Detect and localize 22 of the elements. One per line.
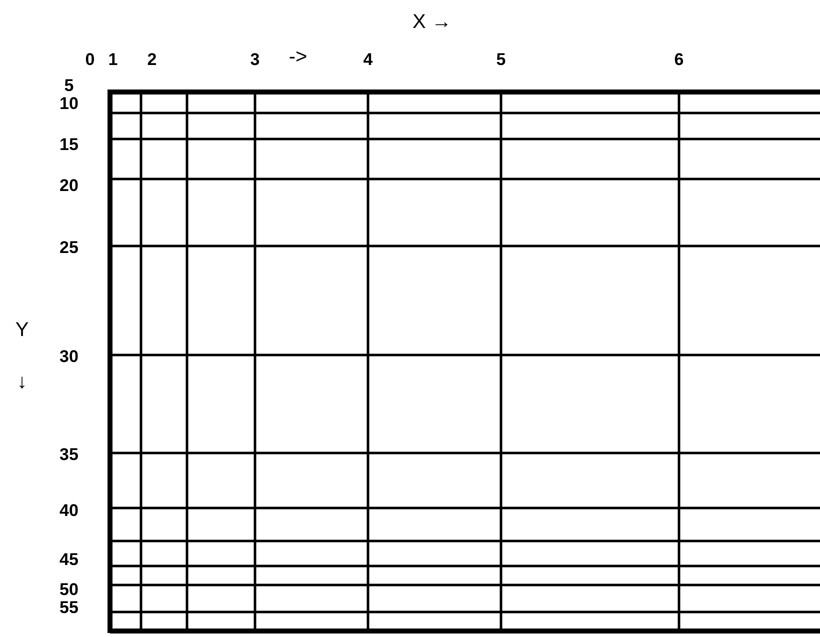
axis-label: X → — [412, 13, 452, 31]
tick-label: 5 — [496, 51, 506, 69]
tick-label: 40 — [60, 502, 78, 520]
tick-label: 15 — [60, 136, 78, 154]
tick-label: 45 — [60, 551, 78, 569]
tick-label: 4 — [363, 51, 373, 69]
direction-arrow: ↓ — [17, 373, 27, 391]
tick-label: 2 — [147, 51, 157, 69]
tick-label: 3 — [250, 51, 260, 69]
tick-label: 5 — [64, 77, 74, 95]
tick-label: 25 — [60, 239, 78, 257]
tick-label: 35 — [60, 446, 78, 464]
tick-label: 50 — [60, 581, 78, 599]
axis-label: Y — [15, 321, 29, 339]
tick-label: 6 — [674, 51, 684, 69]
tick-label: 1 — [108, 51, 118, 69]
tick-label: 55 — [60, 599, 78, 617]
tick-label: 10 — [60, 95, 78, 113]
direction-arrow: -> — [288, 48, 308, 66]
tick-label: 30 — [60, 348, 78, 366]
tick-label: 0 — [85, 51, 95, 69]
tick-label: 20 — [60, 177, 78, 195]
